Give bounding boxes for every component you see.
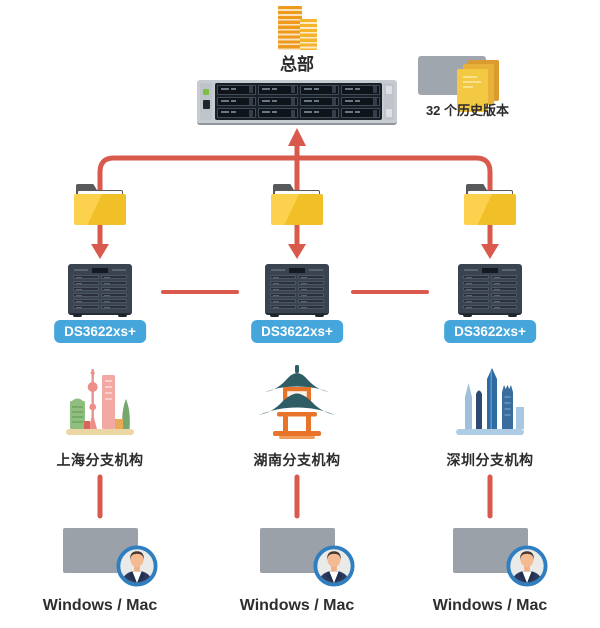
- building-tower-short: [300, 19, 317, 50]
- headquarters-label: 总部: [280, 55, 314, 74]
- building-tower-tall: [278, 6, 302, 50]
- shanghai-skyline-icon: [66, 369, 134, 435]
- nas-device-icon: [265, 264, 329, 317]
- nas-device-icon: [68, 264, 132, 317]
- user-avatar-icon: [116, 545, 158, 587]
- user-avatar-icon: [313, 545, 355, 587]
- branch-shanghai: DS3622xs+ 上海分支机构: [20, 0, 180, 628]
- client-os-label: Windows / Mac: [239, 597, 355, 614]
- rack-led: [203, 89, 209, 95]
- folder-icon: [74, 184, 126, 225]
- rack-left-panel: [200, 83, 212, 120]
- nas-device-icon: [458, 264, 522, 317]
- history-versions-label: 32 个历史版本: [425, 103, 510, 118]
- rack-drive-bays: [215, 83, 382, 120]
- site-label: 深圳分支机构: [446, 452, 534, 468]
- branch-hunan: DS3622xs+ 湖南分支机构: [217, 0, 377, 628]
- document-front: [457, 69, 488, 112]
- up-arrowhead: [288, 128, 306, 146]
- site-label: 上海分支机构: [56, 452, 144, 468]
- nas-model-badge: DS3622xs+: [444, 320, 536, 343]
- rackmount-server-icon: [197, 80, 397, 125]
- file-versions-icon: [415, 53, 520, 115]
- rack-right-panel: [384, 83, 394, 120]
- pavilion-icon: [259, 365, 335, 439]
- rack-port: [202, 100, 210, 109]
- down-arrowhead-right: [481, 244, 499, 259]
- building-icon: [272, 6, 322, 52]
- down-arrowhead-left: [91, 244, 109, 259]
- folder-icon: [464, 184, 516, 225]
- user-avatar-icon: [506, 545, 548, 587]
- branch-shenzhen: DS3622xs+ 深圳分支机构 W: [410, 0, 570, 628]
- shenzhen-skyline-icon: [456, 368, 524, 435]
- client-os-label: Windows / Mac: [42, 597, 158, 614]
- nas-model-badge: DS3622xs+: [251, 320, 343, 343]
- client-os-label: Windows / Mac: [432, 597, 548, 614]
- down-arrowhead-middle: [288, 244, 306, 259]
- folder-icon: [271, 184, 323, 225]
- site-label: 湖南分支机构: [253, 452, 341, 468]
- nas-model-badge: DS3622xs+: [54, 320, 146, 343]
